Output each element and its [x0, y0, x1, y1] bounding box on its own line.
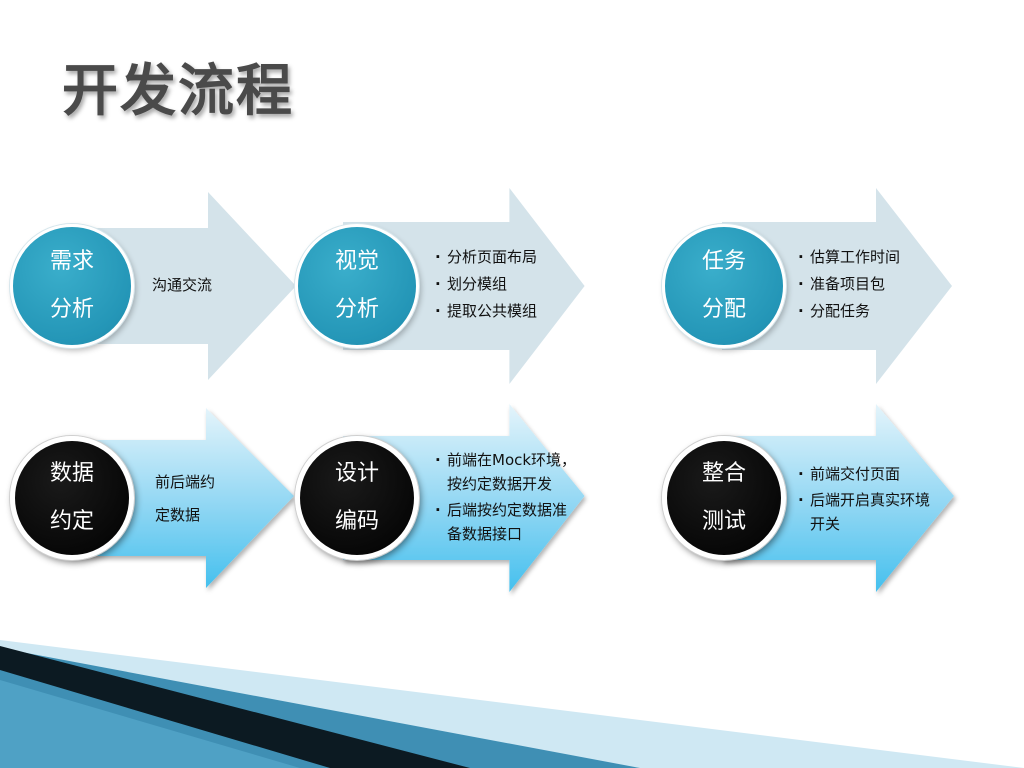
circle-label-line1: 任务	[701, 249, 746, 274]
description-line: 前后端约	[155, 473, 216, 491]
footer-decoration	[0, 640, 1024, 768]
bullet-item: · 前端在Mock环境， 按约定数据开发	[435, 448, 576, 496]
bullet-line: 前端在Mock环境，	[447, 451, 577, 469]
footer-dark-band	[0, 646, 470, 768]
circle-label-line1: 设计	[334, 461, 379, 486]
step-description: 前后端约 定数据	[155, 466, 215, 532]
arrow-shape	[343, 404, 585, 592]
bullet-line: 后端开启真实环境	[810, 491, 931, 509]
bullet-item: · 后端开启真实环境 开关	[798, 488, 930, 536]
bullet-item: 分析页面布局	[435, 244, 537, 271]
circle-label-line2: 分析	[334, 297, 379, 322]
process-step-design-coding: 设计 编码 · 前端在Mock环境， 按约定数据开发 · 后端按约定数据准 备数…	[295, 404, 585, 604]
footer-accent-band	[0, 680, 300, 768]
circle-label-line2: 编码	[334, 509, 379, 534]
arrow-shape	[70, 408, 294, 588]
circle-label-line2: 分配	[701, 297, 746, 322]
description-line: 定数据	[155, 506, 201, 524]
circle-label-line2: 约定	[49, 509, 94, 534]
circle-label-line1: 需求	[49, 249, 94, 274]
bullet-item: · 前端交付页面	[798, 462, 930, 486]
circle-label-line1: 数据	[49, 461, 94, 486]
step-circle: 设计 编码	[295, 436, 419, 560]
description-line: 沟通交流	[152, 276, 213, 294]
bullet-line: 前端交付页面	[810, 465, 901, 483]
circle-label-line2: 分析	[49, 297, 94, 322]
bullet-item: 分配任务	[798, 298, 900, 325]
slide-title: 开发流程	[62, 59, 294, 124]
step-description: 沟通交流	[152, 269, 212, 302]
bullet-item: 划分模组	[435, 271, 537, 298]
bullet-item: 提取公共模组	[435, 298, 537, 325]
step-circle: 需求 分析	[10, 224, 134, 348]
step-bullet-list: 分析页面布局 划分模组 提取公共模组	[435, 244, 537, 325]
step-bullet-list: 估算工作时间 准备项目包 分配任务	[798, 244, 900, 325]
bullet-item: 准备项目包	[798, 271, 900, 298]
bullet-item: · 后端按约定数据准 备数据接口	[435, 498, 576, 546]
process-step-integration-testing: 整合 测试 · 前端交付页面 · 后端开启真实环境 开关	[662, 404, 954, 604]
arrow-shape	[722, 404, 954, 592]
circle-label-line2: 测试	[701, 509, 746, 534]
arrow-shape	[70, 192, 296, 380]
bullet-item: 估算工作时间	[798, 244, 900, 271]
bullet-line: 备数据接口	[447, 525, 523, 543]
circle-label-line1: 整合	[701, 461, 746, 486]
bullet-line: 按约定数据开发	[447, 475, 553, 493]
bullet-line: 后端按约定数据准	[447, 501, 568, 519]
process-step-visual-analysis: 视觉 分析 分析页面布局 划分模组 提取公共模组	[295, 188, 585, 388]
step-circle: 整合 测试	[662, 436, 786, 560]
step-circle: 任务 分配	[662, 224, 786, 348]
step-circle: 视觉 分析	[295, 224, 419, 348]
step-bullet-list: · 前端在Mock环境， 按约定数据开发 · 后端按约定数据准 备数据接口	[435, 448, 576, 546]
circle-label-line1: 视觉	[334, 249, 379, 274]
process-step-task-assignment: 任务 分配 估算工作时间 准备项目包 分配任务	[662, 188, 952, 388]
bullet-line: 开关	[810, 515, 841, 533]
step-circle: 数据 约定	[10, 436, 134, 560]
process-step-data-agreement: 数据 约定 前后端约 定数据	[10, 404, 300, 604]
process-step-requirements: 需求 分析 沟通交流	[10, 188, 300, 388]
step-bullet-list: · 前端交付页面 · 后端开启真实环境 开关	[798, 462, 930, 536]
